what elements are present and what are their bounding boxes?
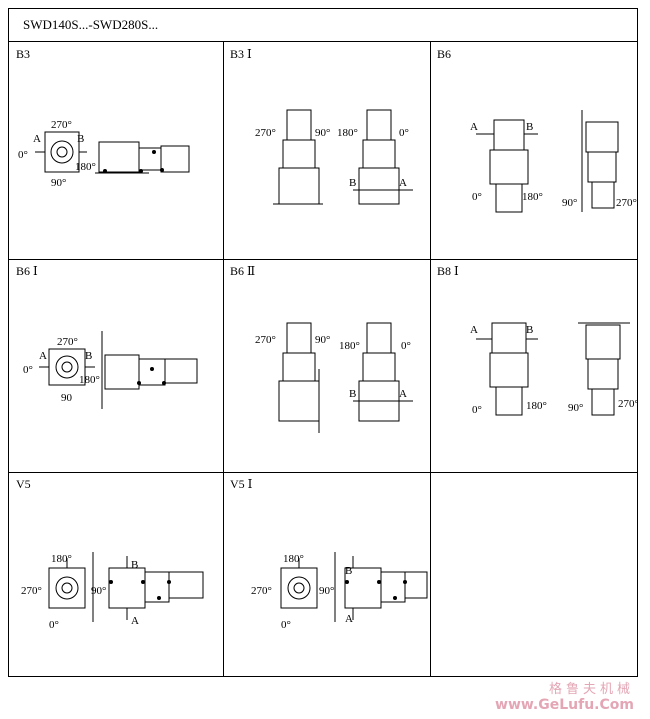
angle-label: 0° (23, 364, 33, 376)
angle-label: 0° (401, 340, 411, 352)
mounting-positions-table: SWD140S...-SWD280S... B3 270° (8, 8, 638, 677)
column-divider (223, 42, 224, 676)
angle-label: 180° (526, 400, 547, 412)
angle-label: 180° (79, 374, 100, 386)
angle-label: 90 (61, 392, 73, 404)
position-label: B3 Ⅰ (230, 47, 252, 61)
row-divider (9, 259, 637, 260)
angle-label: 180° (337, 127, 358, 139)
side-label: B (526, 121, 533, 133)
cell-b3-1: B3 Ⅰ 270° 90° 180° 0° B A (223, 42, 430, 259)
b3-diagram: 270° 0° 180° 90° A B (18, 119, 190, 189)
angle-label: 270° (255, 127, 276, 139)
side-label: A (131, 615, 139, 627)
watermark-url: www.GeLufu.Com (495, 697, 634, 713)
angle-label: 270° (251, 585, 272, 597)
angle-label: 270° (616, 197, 637, 209)
angle-label: 90° (91, 585, 106, 597)
side-label: A (39, 350, 47, 362)
side-label: A (399, 388, 407, 400)
angle-label: 90° (51, 177, 66, 189)
angle-label: 270° (21, 585, 42, 597)
angle-label: 270° (51, 119, 72, 131)
position-label: B6 Ⅰ (16, 264, 38, 278)
cell-b6-2: B6 Ⅱ 270° 90° 180° 0° B A (223, 259, 430, 472)
cell-b6-1: B6 Ⅰ 270° 0° 180° 90 A B (9, 259, 223, 472)
position-label: B6 Ⅱ (230, 264, 256, 278)
b6-1-diagram: 270° 0° 180° 90 A B (23, 331, 198, 409)
side-label: A (470, 121, 478, 133)
angle-label: 0° (472, 404, 482, 416)
side-label: B (77, 133, 84, 145)
side-label: B (526, 324, 533, 336)
side-label: A (399, 177, 407, 189)
angle-label: 270° (57, 336, 78, 348)
cell-b3: B3 270° 0° 180° 90° A B (9, 42, 223, 259)
watermark-chinese: 格鲁夫机械 (548, 682, 634, 697)
angle-label: 90° (319, 585, 334, 597)
angle-label: 0° (281, 619, 291, 631)
column-divider (430, 42, 431, 676)
table-header: SWD140S...-SWD280S... (9, 9, 637, 42)
row-divider (9, 472, 637, 473)
angle-label: 90° (568, 402, 583, 414)
angle-label: 90° (315, 334, 330, 346)
angle-label: 270° (255, 334, 276, 346)
position-label: B8 Ⅰ (437, 264, 459, 278)
b6-diagram: 0° 180° 90° 270° A B (470, 110, 637, 213)
angle-label: 180° (75, 161, 96, 173)
angle-label: 0° (18, 149, 28, 161)
angle-label: 90° (562, 197, 577, 209)
angle-label: 180° (522, 191, 543, 203)
cell-v5-1: V5 Ⅰ 180° 270° 90° 0° B (223, 472, 430, 676)
b3-1-diagram: 270° 90° 180° 0° B A (255, 109, 413, 205)
angle-label: 180° (339, 340, 360, 352)
angle-label: 0° (49, 619, 59, 631)
position-label: V5 Ⅰ (230, 477, 253, 491)
position-label: B3 (16, 47, 31, 61)
cell-empty (430, 472, 637, 676)
angle-label: 0° (472, 191, 482, 203)
watermark: 格鲁夫机械 www.GeLufu.Com (495, 678, 634, 713)
position-label: B6 (437, 47, 452, 61)
side-label: B (349, 388, 356, 400)
cell-b8-1: B8 Ⅰ 0° 180° 90° 270° A B (430, 259, 637, 472)
angle-label: 0° (399, 127, 409, 139)
b8-1-diagram: 0° 180° 90° 270° A B (470, 322, 637, 416)
position-label: V5 (16, 477, 31, 491)
side-label: A (33, 133, 41, 145)
angle-label: 90° (315, 127, 330, 139)
angle-label: 180° (283, 553, 304, 565)
v5-diagram: 180° 270° 90° 0° B A (21, 552, 204, 631)
model-range-title: SWD140S...-SWD280S... (23, 17, 159, 32)
side-label: B (345, 565, 352, 577)
side-label: B (85, 350, 92, 362)
side-label: B (349, 177, 356, 189)
side-label: A (345, 613, 353, 625)
angle-label: 180° (51, 553, 72, 565)
side-label: A (470, 324, 478, 336)
cell-b6: B6 0° 180° 90° 270° A B (430, 42, 637, 259)
cell-v5: V5 180° 270° 90° 0° B A (9, 472, 223, 676)
side-label: B (131, 559, 138, 571)
b6-2-diagram: 270° 90° 180° 0° B A (255, 322, 413, 433)
angle-label: 270° (618, 398, 637, 410)
v5-1-diagram: 180° 270° 90° 0° B A (251, 552, 428, 631)
